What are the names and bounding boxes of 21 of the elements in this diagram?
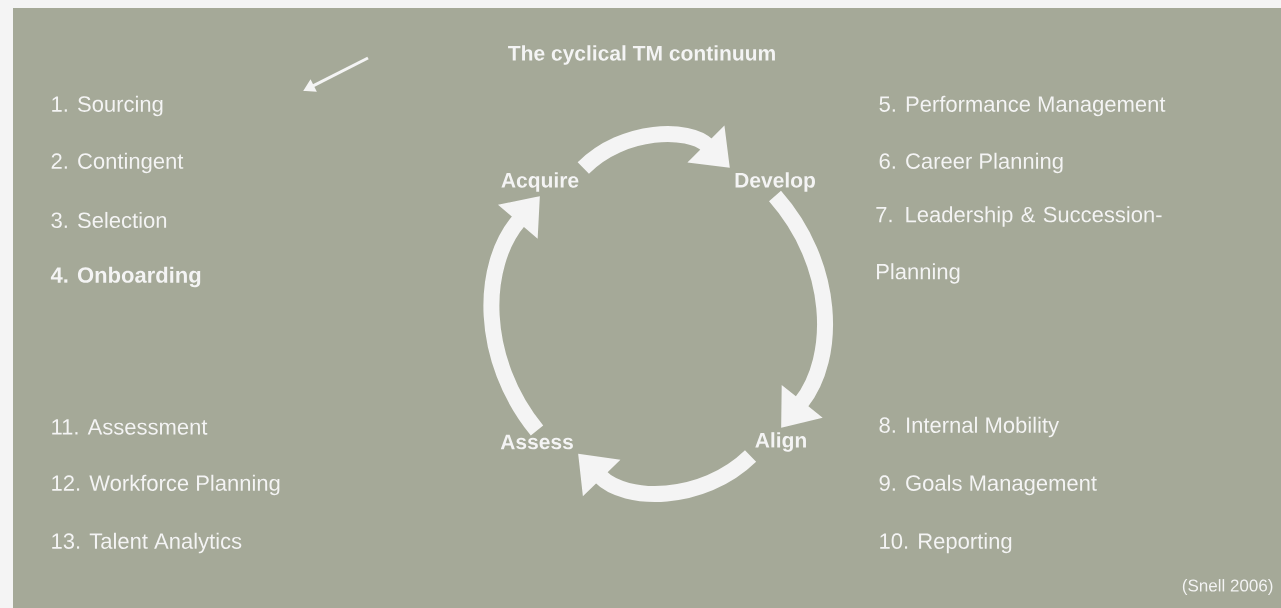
list-item: 4. Onboarding: [50, 266, 201, 288]
curved-arrow: [578, 125, 730, 175]
list-item: 8. Internal Mobility: [879, 416, 1060, 438]
stage-label: Acquire: [501, 172, 579, 192]
list-item: 3. Selection: [51, 211, 167, 229]
stage-label: Develop: [735, 172, 815, 192]
list-item: 9. Goals Management: [879, 474, 1097, 496]
list-item: 2. Contingent: [51, 152, 184, 174]
stage-label: Align: [755, 432, 806, 452]
list-item: 11. Assessment: [52, 419, 208, 435]
list-item: 7. Leadership & Succession- Planning: [876, 206, 1162, 284]
stage-label: Assess: [500, 434, 573, 450]
list-item: 5. Performance Management: [879, 95, 1166, 117]
list-item: 13. Talent Analytics: [52, 532, 242, 554]
curved-arrow: [578, 449, 756, 502]
list-item: 1. Sourcing: [52, 95, 163, 117]
list-item: 6. Career Planning: [879, 152, 1063, 174]
list-item: 10. Reporting: [880, 532, 1012, 554]
list-item: 12. Workforce Planning: [52, 474, 280, 496]
list-item: (Snell 2006): [1182, 579, 1273, 595]
title: The cyclical TM continuum: [508, 45, 775, 65]
